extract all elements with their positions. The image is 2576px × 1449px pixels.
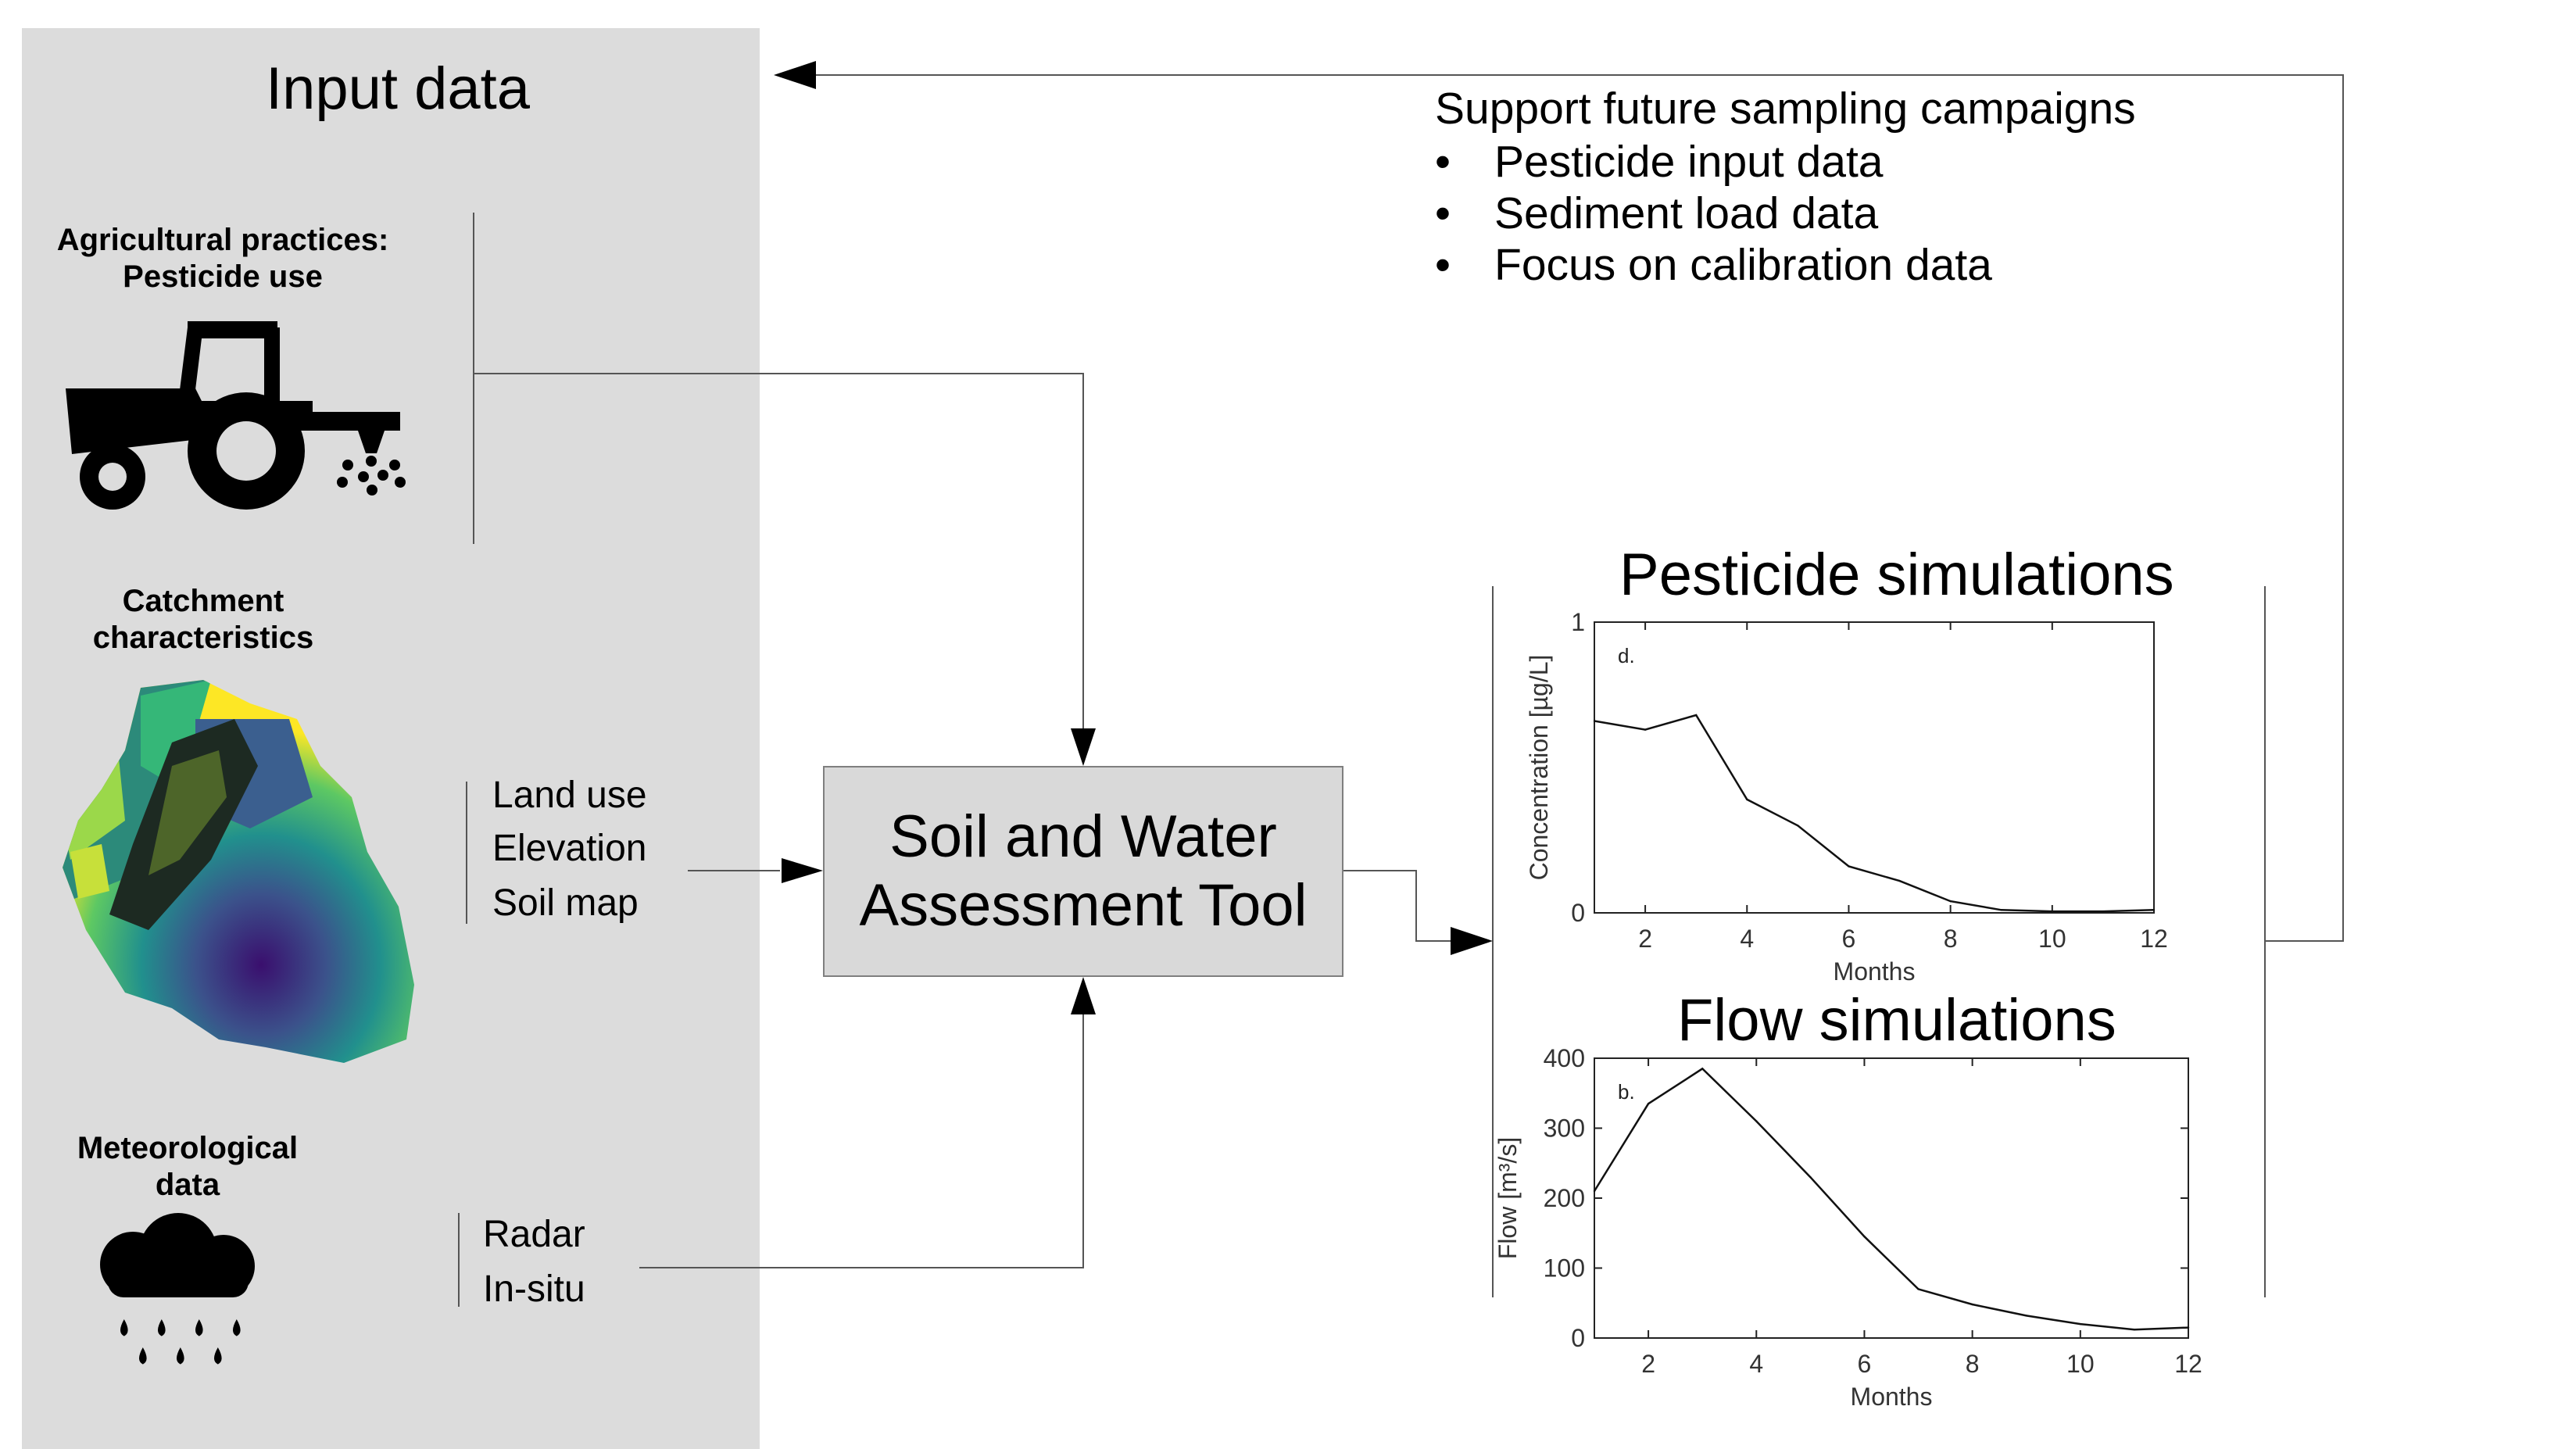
- meteo-label: Meteorological data: [77, 1131, 299, 1202]
- y-axis-label: Flow [m³/s]: [1494, 1137, 1522, 1259]
- catchment-item-soil-map: Soil map: [492, 882, 639, 924]
- bullet-dot: •: [1435, 188, 1451, 238]
- x-tick-label: 6: [1842, 925, 1856, 953]
- feedback-heading: Support future sampling campaigns: [1435, 84, 2136, 134]
- x-tick-label: 6: [1858, 1350, 1872, 1378]
- x-tick-label: 2: [1638, 925, 1652, 953]
- x-tick-label: 10: [2038, 925, 2066, 953]
- flow-chart-title: Flow simulations: [1677, 987, 2116, 1054]
- x-tick-label: 8: [1944, 925, 1958, 953]
- data-point: [2051, 910, 2054, 913]
- data-point: [1949, 900, 1952, 903]
- y-axis-label: Concentration [µg/L]: [1525, 655, 1553, 881]
- data-point: [1647, 1102, 1650, 1105]
- data-point: [2025, 1315, 2027, 1317]
- series-line: [1594, 714, 2155, 913]
- pesticide-simulation-chart: 2 4 6 8 10 12 0 1 d. Months Concentration [µg/L]: [1525, 608, 2168, 986]
- feedback-item-text: Sediment load data: [1494, 188, 1879, 238]
- data-point: [1593, 1190, 1596, 1193]
- data-point: [1701, 1068, 1704, 1070]
- swat-title-line2: Assessment Tool: [859, 872, 1308, 939]
- data-point: [1898, 879, 1901, 882]
- panel-label: d.: [1618, 644, 1635, 667]
- data-point: [1644, 728, 1647, 731]
- data-point: [1746, 798, 1748, 801]
- input-data-title: Input data: [266, 55, 531, 122]
- tractor-sprayer-icon: [66, 321, 406, 510]
- panel-label: b.: [1618, 1080, 1635, 1104]
- data-point: [2000, 909, 2002, 911]
- feedback-item: • Focus on calibration data: [1435, 239, 1992, 291]
- x-tick-label: 12: [2140, 925, 2168, 953]
- x-tick-label: 4: [1740, 925, 1754, 953]
- catchment-item-elevation: Elevation: [492, 828, 647, 869]
- pesticide-chart-title: Pesticide simulations: [1619, 542, 2174, 608]
- catchment-items-bracket: [466, 782, 467, 924]
- flow-simulation-chart: 2 4 6 8 10 12 0 100 200 300 400 b. Months Flow [m³/s]: [1494, 1044, 2202, 1411]
- bullet-dot: •: [1435, 240, 1451, 290]
- feedback-item: • Pesticide input data: [1435, 136, 1992, 188]
- swat-model-box: Soil and Water Assessment Tool: [823, 766, 1343, 977]
- data-point: [1809, 1175, 1812, 1179]
- x-tick-label: 10: [2066, 1350, 2095, 1378]
- x-tick-label: 8: [1966, 1350, 1980, 1378]
- data-point: [1797, 825, 1799, 827]
- x-axis-label: Months: [1851, 1383, 1933, 1411]
- series-line: [1593, 1067, 2189, 1331]
- feedback-item: • Sediment load data: [1435, 188, 1992, 239]
- y-tick-label: 300: [1544, 1114, 1585, 1143]
- y-tick-label: 200: [1544, 1184, 1585, 1212]
- swat-title-line1: Soil and Water: [889, 803, 1277, 870]
- x-tick-label: 4: [1749, 1350, 1763, 1378]
- data-point: [1848, 865, 1850, 868]
- meteo-items-bracket: [458, 1213, 460, 1307]
- feedback-item-text: Focus on calibration data: [1494, 240, 1992, 290]
- x-tick-label: 12: [2174, 1350, 2202, 1378]
- data-point: [1593, 720, 1596, 722]
- agriculture-label: Agricultural practices: Pesticide use: [56, 223, 389, 294]
- data-point: [1863, 1236, 1866, 1238]
- plot-frame: [1594, 1057, 2189, 1339]
- meteo-item-radar: Radar: [483, 1214, 585, 1255]
- x-axis-label: Months: [1834, 957, 1916, 986]
- y-tick-label: 100: [1544, 1254, 1585, 1283]
- meteo-item-in-situ: In-situ: [483, 1268, 585, 1310]
- plot-frame: [1594, 621, 2155, 914]
- feedback-item-text: Pesticide input data: [1494, 137, 1884, 187]
- data-point: [2102, 910, 2105, 913]
- data-point: [1971, 1303, 1973, 1306]
- y-tick-label: 1: [1571, 608, 1585, 636]
- catchment-map-image: [63, 680, 414, 1063]
- data-point: [1917, 1288, 1919, 1290]
- y-tick-label: 400: [1544, 1044, 1585, 1072]
- data-point: [2152, 909, 2156, 911]
- y-tick-label: 0: [1571, 899, 1585, 927]
- data-point: [1755, 1120, 1758, 1122]
- data-point: [2187, 1326, 2190, 1329]
- catchment-label: Catchment characteristics: [92, 584, 314, 655]
- bullet-dot: •: [1435, 137, 1451, 187]
- y-tick-label: 0: [1571, 1324, 1585, 1352]
- catchment-item-land-use: Land use: [492, 775, 647, 816]
- data-point: [1694, 714, 1698, 717]
- data-point: [2133, 1329, 2136, 1331]
- x-tick-label: 2: [1641, 1350, 1655, 1378]
- data-point: [2079, 1322, 2082, 1326]
- rain-cloud-icon: [100, 1213, 255, 1365]
- feedback-list: • Pesticide input data • Sediment load d…: [1435, 136, 1992, 291]
